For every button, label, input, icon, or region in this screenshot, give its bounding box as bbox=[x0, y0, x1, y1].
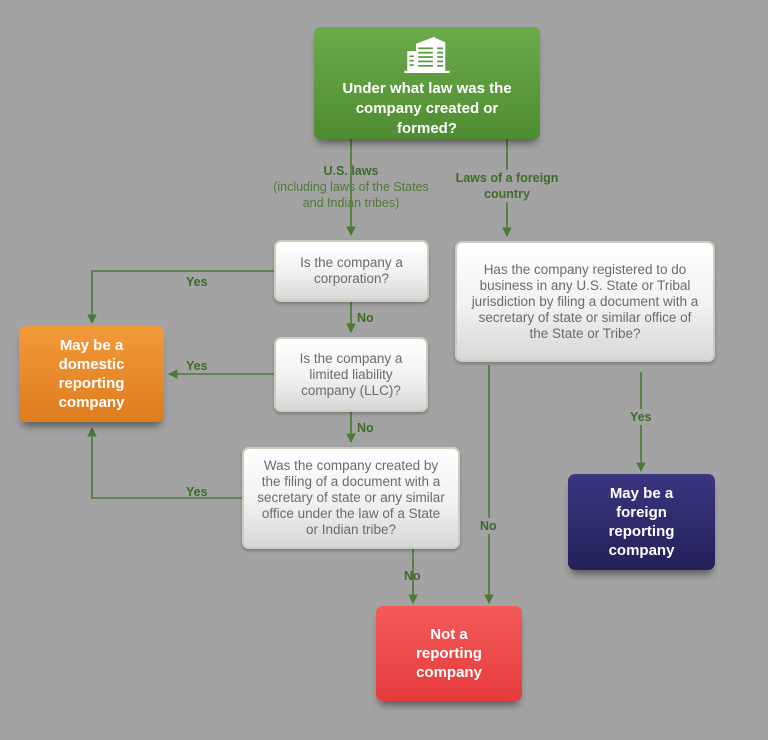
result-foreign: May be a foreign reporting company bbox=[568, 474, 715, 570]
connector-filing-yes bbox=[87, 427, 242, 499]
question-registered: Has the company registered to do busines… bbox=[455, 241, 715, 362]
start-node: Under what law was the company created o… bbox=[314, 27, 540, 139]
question-filing: Was the company created by the filing of… bbox=[242, 447, 460, 549]
edge-label-registered-yes: Yes bbox=[630, 409, 652, 425]
edge-label-corp-no: No bbox=[357, 311, 374, 325]
branch-us-detail: (including laws of the States and Indian… bbox=[273, 180, 429, 210]
question-llc: Is the company a limited liability compa… bbox=[274, 337, 428, 412]
result-domestic: May be a domestic reporting company bbox=[19, 326, 164, 422]
edge-label-corp-yes: Yes bbox=[186, 275, 208, 289]
branch-foreign-label: Laws of a foreign country bbox=[452, 170, 562, 202]
connector-corp-yes bbox=[87, 270, 274, 324]
edge-label-filing-yes: Yes bbox=[186, 485, 208, 499]
branch-us-label: U.S. laws (including laws of the States … bbox=[262, 163, 440, 211]
result-not: Not a reporting company bbox=[376, 606, 522, 701]
edge-label-llc-yes: Yes bbox=[186, 359, 208, 373]
start-question: Under what law was the company created o… bbox=[342, 80, 512, 137]
branch-us-title: U.S. laws bbox=[323, 164, 379, 178]
edge-label-llc-no: No bbox=[357, 421, 374, 435]
edge-label-filing-no: No bbox=[404, 569, 421, 583]
edge-label-registered-no: No bbox=[480, 518, 497, 534]
building-icon bbox=[404, 36, 450, 73]
question-corporation: Is the company a corporation? bbox=[274, 240, 429, 302]
